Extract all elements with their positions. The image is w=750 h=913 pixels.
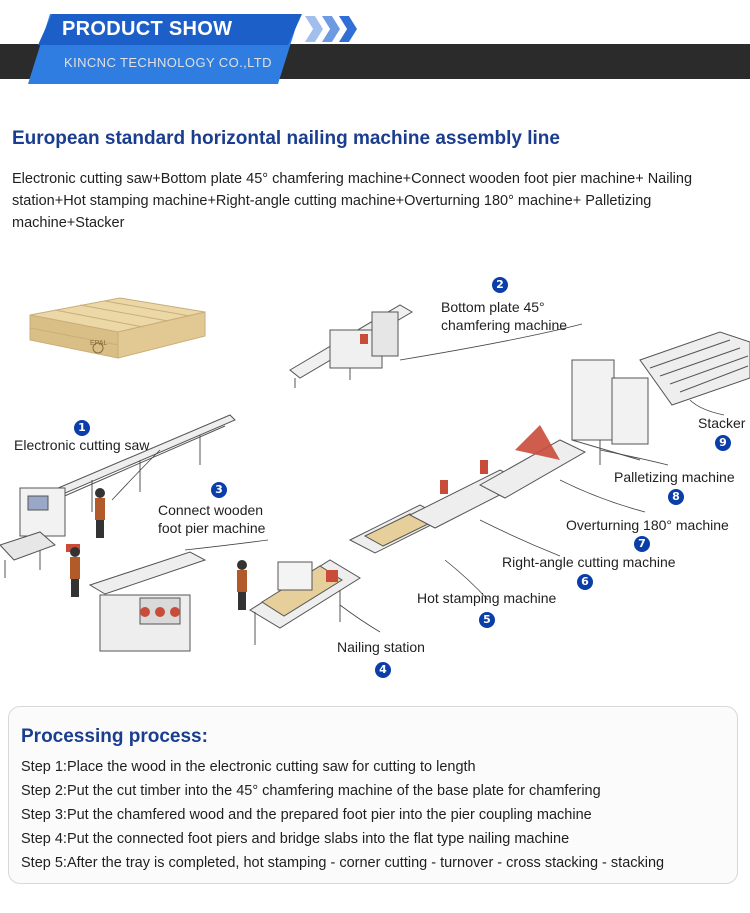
banner-title-plate	[38, 14, 302, 45]
station-7-label: Overturning 180° machine	[566, 517, 729, 533]
station-9-badge: 9	[715, 435, 731, 451]
overturning-machine	[478, 425, 587, 499]
station-4-label: Nailing station	[337, 639, 425, 655]
stacker-conveyor	[639, 331, 750, 406]
station-5-badge: 5	[479, 612, 495, 628]
station-1-badge: 1	[74, 420, 90, 436]
station-6-badge: 6	[577, 574, 593, 590]
leader-lines	[111, 323, 725, 633]
station-8-label: Palletizing machine	[614, 469, 735, 485]
process-title: Processing process:	[21, 726, 208, 747]
chamfering-machine	[289, 304, 413, 388]
station-4-badge: 4	[375, 662, 391, 678]
station-8-badge: 8	[668, 489, 684, 505]
company-name: KINCNC TECHNOLOGY CO.,LTD	[64, 55, 272, 70]
banner-title: PRODUCT SHOW	[62, 18, 233, 40]
station-2-label-line2: chamfering machine	[441, 317, 568, 333]
process-step: Step 4:Put the connected foot piers and …	[21, 831, 570, 847]
station-5-label: Hot stamping machine	[417, 590, 557, 606]
processing-process-panel: Processing process: Step 1:Place the woo…	[8, 706, 738, 884]
process-step: Step 2:Put the cut timber into the 45° c…	[21, 783, 601, 799]
process-step: Step 3:Put the chamfered wood and the pr…	[21, 807, 592, 823]
process-step: Step 5:After the tray is completed, hot …	[21, 855, 665, 871]
pallet-stamp-text: EPAL	[90, 340, 108, 347]
station-7-badge: 7	[634, 536, 650, 552]
station-3-label-line2: foot pier machine	[158, 520, 266, 536]
process-steps-list: Step 1:Place the wood in the electronic …	[21, 755, 664, 875]
station-2-label-line1: Bottom plate 45°	[441, 299, 545, 315]
station-3-badge: 3	[211, 482, 227, 498]
page-title: European standard horizontal nailing mac…	[12, 128, 560, 149]
station-9-label: Stacker	[698, 415, 746, 431]
station-3-label-line1: Connect wooden	[158, 502, 264, 518]
chevron-arrows-icon	[305, 16, 365, 42]
station-1-label: Electronic cutting saw	[14, 437, 150, 453]
assembly-line-summary: Electronic cutting saw+Bottom plate 45° …	[12, 171, 693, 231]
palletizing-machine	[571, 359, 649, 465]
wooden-pallet-image	[29, 297, 206, 359]
process-step: Step 1:Place the wood in the electronic …	[21, 759, 476, 775]
assembly-line-diagram: 1 Electronic cutting saw 2 Bottom plate …	[0, 260, 750, 700]
foot-pier-machine	[88, 551, 207, 652]
station-2-badge: 2	[492, 277, 508, 293]
machine-illustration	[0, 297, 750, 652]
worker-figures	[70, 488, 247, 610]
nailing-station-machine	[249, 559, 361, 645]
electronic-cutting-saw-machine	[0, 414, 236, 578]
station-6-label: Right-angle cutting machine	[502, 554, 676, 570]
product-show-banner: PRODUCT SHOW KINCNC TECHNOLOGY CO.,LTD	[0, 0, 750, 84]
